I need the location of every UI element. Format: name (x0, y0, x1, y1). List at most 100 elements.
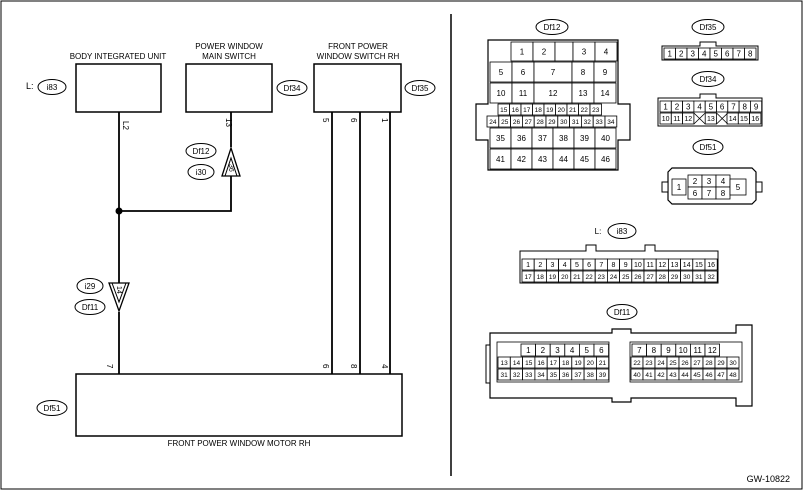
df12-pin-46: 46 (601, 155, 610, 164)
df12-pin-26: 26 (513, 119, 521, 126)
df12-pin-40-cell (594, 127, 617, 149)
i83-pin-19: 19 (549, 274, 557, 281)
wire-splice-to-main-switch (119, 176, 232, 212)
df12-pin-34: 34 (607, 119, 615, 126)
pin-label-switch-6: 6 (349, 118, 358, 123)
df51-latch-right (755, 181, 763, 193)
df11-pin-3: 3 (555, 346, 560, 355)
df11-pin-31: 31 (501, 372, 509, 379)
i83-pin-11: 11 (646, 262, 653, 269)
i83-pin-27: 27 (646, 274, 654, 281)
biu-connector-oval (37, 79, 67, 95)
df34-pin-15: 15 (740, 116, 748, 123)
pin-label-joint-lower: 14 (115, 286, 122, 294)
diagram-id: GW-10822 (747, 474, 790, 484)
df11-pin-28: 28 (705, 360, 713, 367)
df11-pin-12-cell (704, 343, 721, 357)
df11-pin-2: 2 (541, 346, 546, 355)
i83-pin-26: 26 (634, 274, 642, 281)
df51-pin-7: 7 (707, 189, 712, 198)
joint-symbol-lower (108, 282, 130, 313)
joint-lower-connector-a-label: i29 (85, 282, 96, 291)
df11-pin-11: 11 (694, 346, 703, 355)
df12-pin-9: 9 (603, 68, 608, 77)
df11-pin-30-cell (726, 356, 740, 369)
df12-pin-5: 5 (499, 68, 504, 77)
df11-pin-20: 20 (587, 360, 595, 367)
joint-lower-connector-b-label: Df11 (82, 303, 99, 312)
joint-symbol-upper (221, 145, 241, 177)
df34-pin-7: 7 (731, 102, 736, 111)
df35-pin-5: 5 (714, 49, 719, 58)
df34-pin-8: 8 (743, 102, 748, 111)
df11-pin-30: 30 (729, 360, 737, 367)
df11-pin-24: 24 (657, 360, 665, 367)
i83-pin-16-cell (704, 258, 718, 271)
df35-pin-3: 3 (691, 49, 696, 58)
i83-pin-6: 6 (587, 262, 591, 269)
df51-latch-left (661, 181, 669, 193)
switch-rh-title-line1: FRONT POWER (328, 42, 388, 51)
switch-rh-title-line2: WINDOW SWITCH RH (317, 52, 400, 61)
i83-pin-12: 12 (658, 262, 666, 269)
df34-pin-5: 5 (709, 102, 714, 111)
df34-pin-13-cell (704, 112, 717, 125)
df11-pin-19: 19 (574, 360, 582, 367)
df11-pin-22: 22 (633, 360, 641, 367)
df12-pin-39: 39 (580, 134, 589, 143)
df12-pin-45: 45 (580, 155, 589, 164)
df34-pin-9-cell (750, 100, 763, 113)
df51-pin-5-cell (729, 178, 747, 196)
i83-pin-5: 5 (575, 262, 579, 269)
df11-pin-23: 23 (645, 360, 653, 367)
i83-pin-22: 22 (585, 274, 593, 281)
df11-pin-7: 7 (637, 346, 642, 355)
motor-box (75, 373, 403, 437)
main-switch-connector-label: Df34 (284, 84, 301, 93)
df11-latch-left (485, 344, 491, 384)
df51-connector-oval (692, 139, 724, 155)
df11-pin-40: 40 (633, 372, 641, 379)
switch-rh-box (313, 63, 402, 113)
df12-pin-7: 7 (551, 68, 556, 77)
df51-pin-1: 1 (677, 183, 682, 192)
pin-label-motor-7: 7 (105, 364, 114, 369)
df34-blank-x1 (693, 112, 706, 125)
joint-upper-connector-a-oval (185, 143, 217, 159)
i83-pin-20: 20 (561, 274, 569, 281)
df12-pin-14-cell (593, 82, 617, 104)
df12-pin-23-cell (589, 103, 602, 116)
motor-connector-label: Df51 (44, 404, 61, 413)
df11-pin-16: 16 (537, 360, 545, 367)
df12-pin-22: 22 (581, 107, 589, 114)
df12-pin-35: 35 (496, 134, 505, 143)
df12-pin-37: 37 (538, 134, 547, 143)
pin-label-motor-4: 4 (380, 364, 389, 369)
pin-label-joint-upper: 36 (227, 164, 234, 172)
pin-label-motor-8: 8 (349, 364, 358, 369)
i83-connector-label: i83 (617, 227, 628, 236)
i83-pin-15: 15 (695, 262, 703, 269)
joint-lower-connector-a-oval (76, 278, 104, 294)
df12-pin-36: 36 (517, 134, 526, 143)
df11-pin-21-cell (596, 356, 610, 369)
i83-pin-8: 8 (612, 262, 616, 269)
df12-pin-4-cell (594, 41, 618, 62)
pin-label-switch-1: 1 (380, 118, 389, 123)
i83-pin-28: 28 (659, 274, 667, 281)
df34-pin-1: 1 (663, 102, 668, 111)
df51-pin-2: 2 (693, 177, 698, 186)
i83-pin-3: 3 (551, 262, 555, 269)
i83-pin-9: 9 (624, 262, 628, 269)
df12-pin-40: 40 (601, 134, 610, 143)
df11-pin-32: 32 (513, 372, 521, 379)
df34-pin-4: 4 (697, 102, 702, 111)
main-switch-connector-oval (276, 80, 308, 96)
df11-pin-47: 47 (717, 372, 725, 379)
df11-pin-39: 39 (599, 372, 607, 379)
i83-pin-25: 25 (622, 274, 630, 281)
df12-pin-11: 11 (519, 89, 528, 98)
df34-pin-11: 11 (673, 116, 680, 123)
